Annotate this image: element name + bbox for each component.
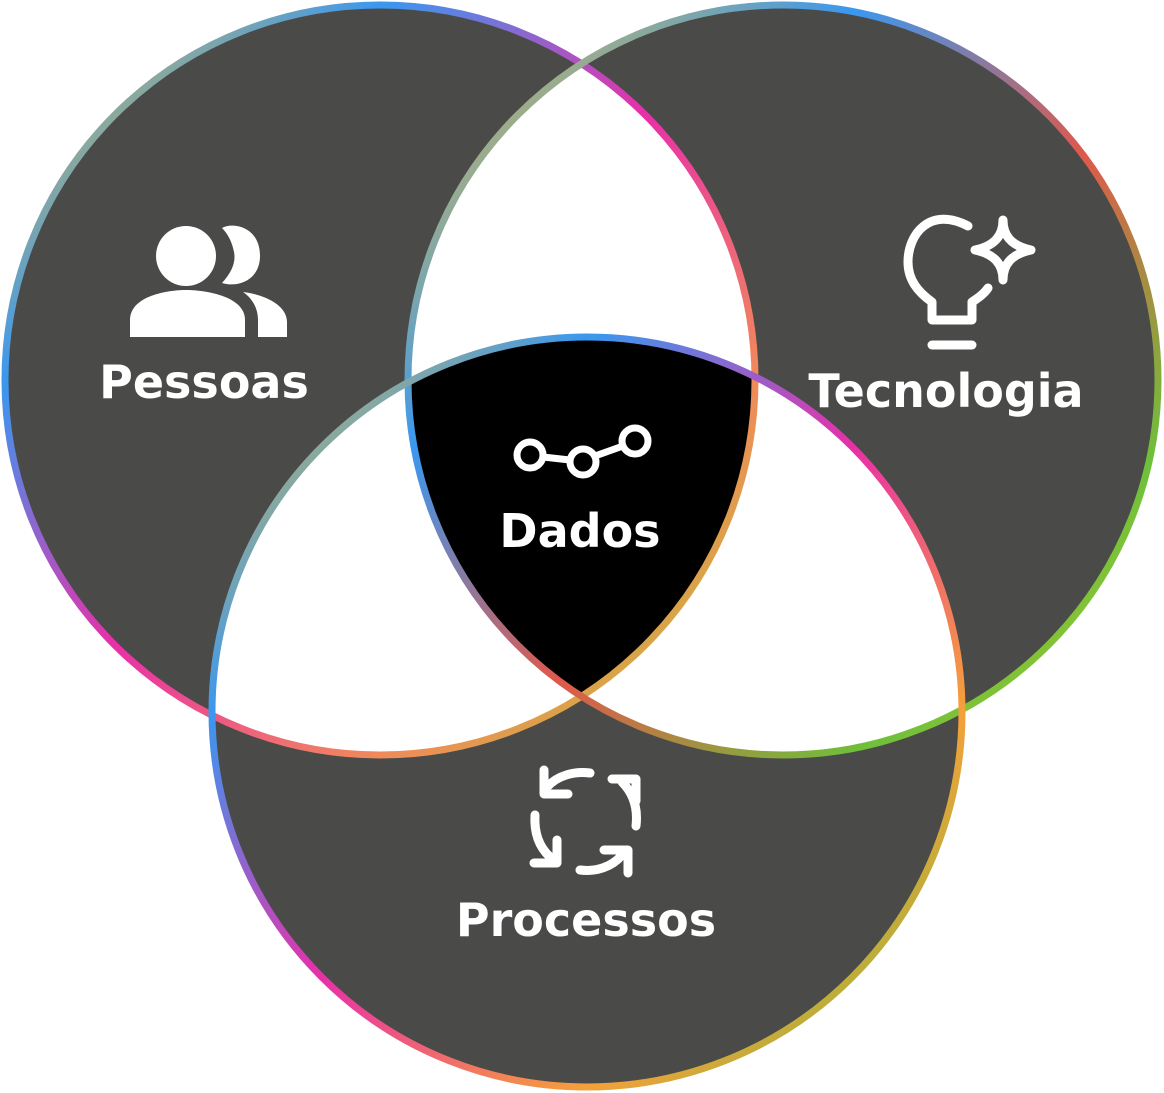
- data-nodes-icon: [513, 424, 652, 479]
- lightbulb-sparkle-icon: [903, 214, 1036, 350]
- people-icon: [130, 225, 287, 337]
- ring-processos: [208, 333, 966, 1091]
- pessoas-label: Pessoas: [99, 355, 309, 409]
- tecnologia-label: Tecnologia: [808, 364, 1083, 418]
- refresh-arrows-icon: [529, 765, 641, 878]
- dados-label: Dados: [499, 504, 660, 558]
- processos-label: Processos: [456, 893, 716, 947]
